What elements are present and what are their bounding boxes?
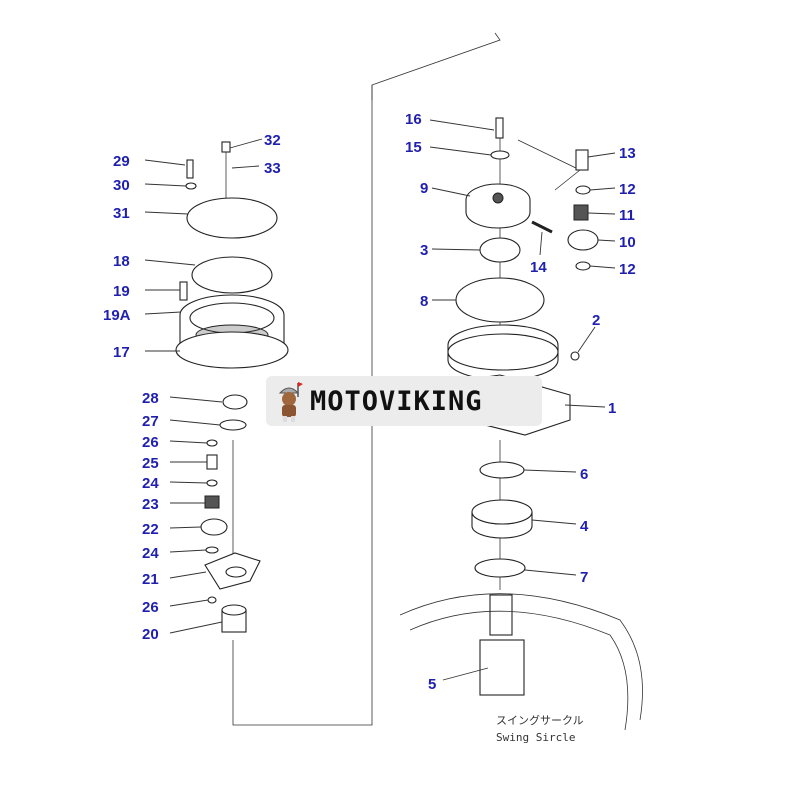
label-20: 20 — [142, 626, 159, 643]
label-16: 16 — [405, 111, 422, 128]
label-21: 21 — [142, 571, 159, 588]
part-number-labels: 29 30 31 32 33 18 19 19A 17 28 27 26 25 … — [103, 111, 636, 693]
label-9: 9 — [420, 180, 428, 197]
label-14: 14 — [530, 259, 547, 276]
label-28: 28 — [142, 390, 159, 407]
leader-lines — [144, 119, 616, 681]
label-10: 10 — [619, 234, 636, 251]
label-1: 1 — [608, 400, 616, 417]
label-15: 15 — [405, 139, 422, 156]
label-26: 26 — [142, 434, 159, 451]
label-2: 2 — [592, 312, 600, 329]
label-33: 33 — [264, 160, 281, 177]
swing-circle-english-label: Swing Sircle — [496, 731, 575, 744]
label-17: 17 — [113, 344, 130, 361]
label-31: 31 — [113, 205, 130, 222]
label-12: 12 — [619, 261, 636, 278]
label-8: 8 — [420, 293, 428, 310]
brand-name: MOTOVIKING — [310, 385, 483, 417]
label-19a: 19A — [103, 307, 131, 324]
label-7: 7 — [580, 569, 588, 586]
label-23: 23 — [142, 496, 159, 513]
label-19: 19 — [113, 283, 130, 300]
label-3: 3 — [420, 242, 428, 259]
label-5: 5 — [428, 676, 436, 693]
watermark-logo: MOTOVIKING — [266, 376, 542, 426]
left-assembly — [175, 141, 289, 633]
label-29: 29 — [113, 153, 130, 170]
label-22: 22 — [142, 521, 159, 538]
label-26: 26 — [142, 599, 159, 616]
label-18: 18 — [113, 253, 130, 270]
label-30: 30 — [113, 177, 130, 194]
label-24: 24 — [142, 545, 159, 562]
label-32: 32 — [264, 132, 281, 149]
label-11: 11 — [619, 207, 635, 224]
label-4: 4 — [580, 518, 589, 535]
label-6: 6 — [580, 466, 588, 483]
label-27: 27 — [142, 413, 159, 430]
label-25: 25 — [142, 455, 159, 472]
swing-circle-japanese-label: スイングサークル — [496, 713, 584, 727]
label-24: 24 — [142, 475, 159, 492]
label-13: 13 — [619, 145, 636, 162]
label-12: 12 — [619, 181, 636, 198]
viking-mascot-icon — [272, 379, 306, 423]
